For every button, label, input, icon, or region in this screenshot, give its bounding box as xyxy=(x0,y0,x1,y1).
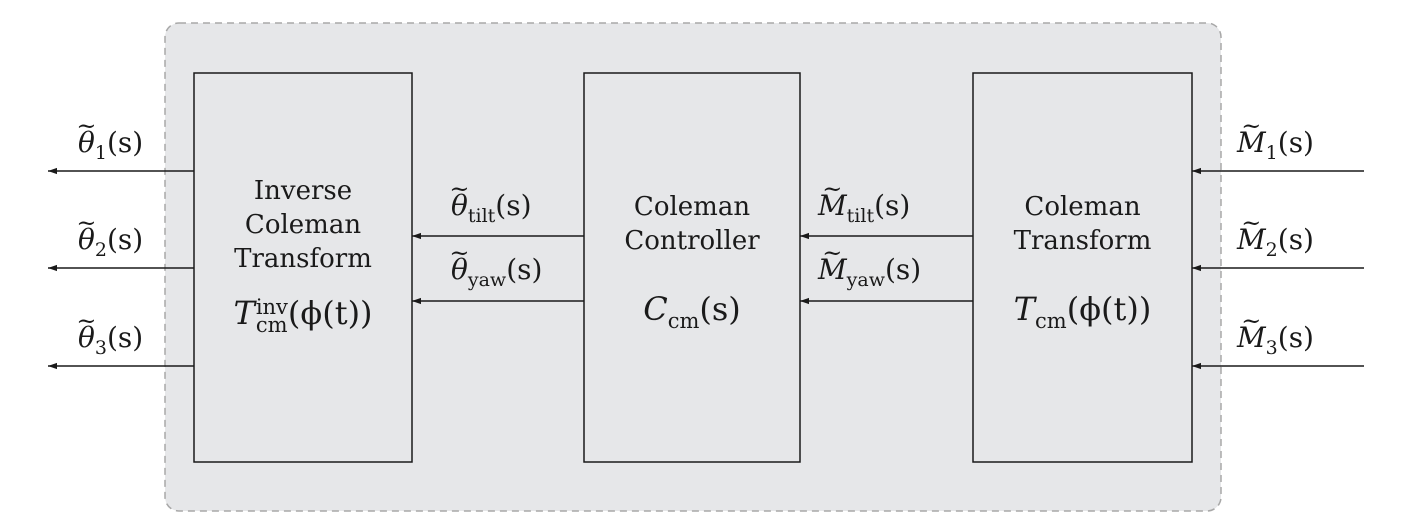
inverse-block-line-3: Transform xyxy=(234,244,372,274)
label-m3: M3(s) xyxy=(1237,324,1314,358)
label-m-tilt: Mtilt(s) xyxy=(818,192,910,226)
inverse-block-line-2: Coleman xyxy=(244,210,362,240)
label-theta3: θ3(s) xyxy=(78,324,143,358)
label-theta-tilt: θtilt(s) xyxy=(451,192,532,226)
coleman-transform-block xyxy=(972,72,1193,463)
label-theta-yaw: θyaw(s) xyxy=(451,256,542,290)
inverse-coleman-transform-block xyxy=(193,72,413,463)
controller-block-text: Coleman Controller Ccm(s) xyxy=(584,190,800,338)
transform-block-text: Coleman Transform Tcm(ϕ(t)) xyxy=(973,190,1192,338)
transform-block-line-1: Coleman xyxy=(1024,192,1141,222)
controller-block-line-2: Controller xyxy=(624,226,760,256)
label-m2: M2(s) xyxy=(1237,226,1314,260)
coleman-controller-block xyxy=(583,72,801,463)
controller-block-formula: Ccm(s) xyxy=(643,290,741,333)
inverse-block-line-1: Inverse xyxy=(253,176,353,206)
controller-block-line-1: Coleman xyxy=(633,192,751,222)
label-theta2: θ2(s) xyxy=(78,226,143,260)
label-m-yaw: Myaw(s) xyxy=(818,256,921,290)
transform-block-line-2: Transform xyxy=(1013,226,1152,256)
transform-block-formula: Tcm(ϕ(t)) xyxy=(1013,290,1152,333)
label-theta1: θ1(s) xyxy=(78,129,143,163)
label-m1: M1(s) xyxy=(1237,129,1314,163)
